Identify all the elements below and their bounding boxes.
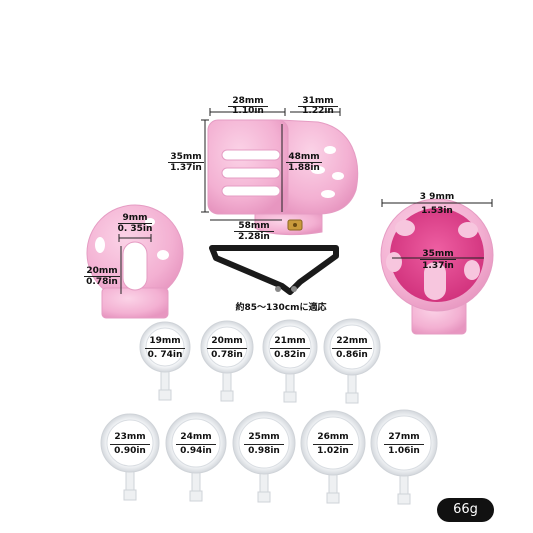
main-length-in: 1.10in <box>232 106 264 116</box>
back-outer-mm: 3 9mm <box>419 192 455 202</box>
sizing-ring <box>323 318 381 404</box>
ring-inner <box>329 324 375 370</box>
front-hole-height-in: 0.78in <box>86 277 118 287</box>
back-ring-dimension-lines <box>381 199 493 259</box>
ring-size-in: 0.90in <box>114 446 146 456</box>
ring-size-mm: 25mm <box>244 432 284 445</box>
ring-size-in: 0.94in <box>180 446 212 456</box>
sizing-ring <box>139 321 191 401</box>
ring-tab <box>257 491 271 503</box>
ring-size-in: 1.02in <box>317 446 349 456</box>
ring-size-in: 0.98in <box>248 446 280 456</box>
ring-size-mm: 21mm <box>270 336 310 349</box>
ring-inner <box>171 418 221 468</box>
weight-badge: 66g <box>437 498 494 522</box>
ring-inner <box>106 419 154 467</box>
ring-tab <box>283 391 297 403</box>
main-cage <box>207 119 359 236</box>
ring-set <box>100 318 438 505</box>
waist-strap <box>209 245 339 295</box>
ring-tab <box>397 493 411 505</box>
main-cap-in: 1.22in <box>302 106 334 116</box>
ring-tab <box>220 390 234 402</box>
ring-inner <box>306 416 360 470</box>
ring-size-mm: 20mm <box>207 336 247 349</box>
front-hole-width-mm: 9mm <box>118 213 152 224</box>
ring-size-mm: 26mm <box>313 432 353 445</box>
main-height-in: 1.37in <box>170 163 202 173</box>
ring-size-mm: 24mm <box>176 432 216 445</box>
ring-inner <box>268 325 312 369</box>
ring-tab <box>123 489 137 501</box>
front-hole-width-in: 0. 35in <box>117 224 153 234</box>
ring-size-in: 0. 74in <box>147 350 183 360</box>
ring-inner <box>145 327 185 367</box>
front-hole-height-mm: 20mm <box>84 266 120 277</box>
back-ring <box>380 198 494 335</box>
back-inner-in: 1.37in <box>422 261 454 271</box>
ring-size-in: 0.86in <box>336 350 368 360</box>
main-length-mm: 28mm <box>228 96 268 107</box>
back-inner-mm: 35mm <box>420 249 456 260</box>
main-inner-in: 1.88in <box>288 163 320 173</box>
main-cap-mm: 31mm <box>298 96 338 107</box>
ring-tab <box>326 492 340 504</box>
ring-tab <box>189 490 203 502</box>
ring-size-mm: 23mm <box>110 432 150 445</box>
ring-inner <box>206 326 248 368</box>
main-total-in: 2.28in <box>238 232 270 242</box>
ring-inner <box>376 415 432 471</box>
ring-size-in: 1.06in <box>388 446 420 456</box>
back-outer-in: 1.53in <box>421 206 453 216</box>
main-height-mm: 35mm <box>168 152 204 163</box>
ring-size-mm: 22mm <box>332 336 372 349</box>
ring-size-in: 0.78in <box>211 350 243 360</box>
ring-size-mm: 19mm <box>145 336 185 349</box>
ring-tab <box>345 392 359 404</box>
sizing-ring <box>165 412 227 502</box>
ring-inner <box>238 417 290 469</box>
sizing-ring <box>100 413 160 501</box>
ring-tab <box>158 389 172 401</box>
sizing-ring <box>200 320 254 402</box>
strap-size-caption: 約85～130cmに適応 <box>235 303 327 313</box>
front-cage-dimension-lines <box>118 234 152 294</box>
sizing-ring <box>232 411 296 503</box>
sizing-ring <box>300 410 366 504</box>
sizing-ring <box>262 319 318 403</box>
ring-size-mm: 27mm <box>384 432 424 445</box>
main-total-mm: 58mm <box>234 221 274 232</box>
main-cage-dimension-lines <box>201 108 341 221</box>
front-cage <box>86 204 184 319</box>
main-inner-mm: 48mm <box>286 152 322 163</box>
ring-size-in: 0.82in <box>274 350 306 360</box>
sizing-ring <box>370 409 438 505</box>
